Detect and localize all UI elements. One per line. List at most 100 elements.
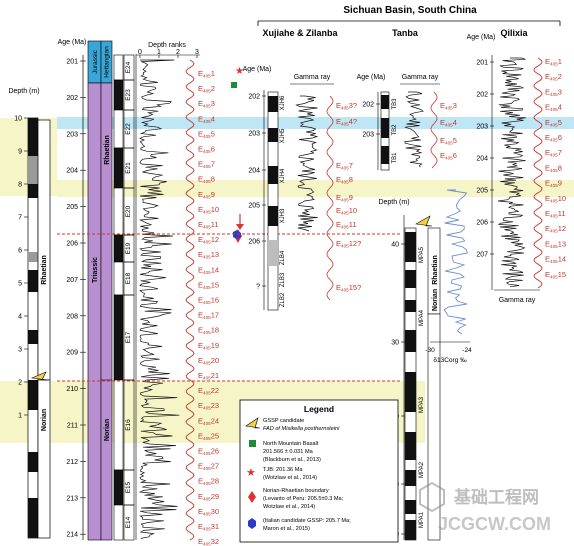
qilixia-age-tick-label: 207	[476, 252, 488, 259]
qilixia-e405-label: E4054	[545, 103, 562, 113]
mpa-lith-block	[405, 300, 416, 312]
main-age-tick-label: 211	[67, 423, 78, 430]
main-age-ticks: 2012022032042052062072082092102112122132…	[66, 59, 86, 539]
left-depth-tick-label: 3	[18, 347, 22, 354]
tanba-lith-3	[381, 146, 389, 164]
e-zone-label: E17	[125, 331, 132, 343]
xujiahe-e405-label: E40511	[336, 220, 357, 230]
qilixia-e405-label: E4057	[545, 148, 562, 158]
qilixia-title: Qilixia	[500, 28, 528, 38]
carbon-isotope-curve	[443, 189, 468, 335]
legend-item-4-line-2: (Levanto of Peru: 205.5±0.3 Ma;	[263, 496, 344, 502]
main-e405-label: E40528	[198, 477, 219, 487]
e-zone-label: E24	[125, 61, 132, 73]
main-e405-label: E40515	[198, 280, 219, 290]
xujiahe-e405-label: E4059	[336, 193, 353, 203]
e-zone-block	[113, 54, 124, 81]
main-e405-label: E40514	[198, 265, 219, 275]
legend-item-2-line-2: 201.566 ± 0.031 Ma	[263, 449, 314, 455]
main-e405-label: E40526	[198, 447, 219, 457]
mpa-depth-tick-label: 40	[391, 242, 399, 249]
xujiahe-age-tick-label: 205	[248, 203, 260, 210]
main-age-tick-label: 205	[66, 204, 78, 211]
main-age-tick-label: 212	[66, 459, 78, 466]
xujiahe-gamma-curve	[295, 95, 319, 232]
left-depth-tick-label: 8	[18, 182, 22, 189]
e-zone-block	[113, 379, 124, 471]
legend-hexagon-icon	[248, 518, 256, 529]
left-norian-label: Norian	[41, 409, 48, 431]
legend-item-1-line-2: FAD of Misikella posthernsteini	[263, 426, 340, 432]
stage-box	[100, 82, 113, 541]
blue-band	[57, 117, 574, 129]
qilixia-e405-label: E4051	[545, 57, 562, 67]
highlight-bands	[0, 117, 574, 443]
mpa-lith-block	[405, 432, 416, 460]
legend-star-icon: ★	[246, 467, 256, 479]
main-e405-label: E4058	[198, 175, 215, 185]
left-lith-grey-2	[28, 252, 38, 262]
e-zone-block	[113, 234, 124, 263]
xujiahe-lith-1	[268, 96, 278, 112]
mpa-lith-blocks	[405, 232, 416, 540]
xujiahe-e405-curve	[326, 95, 334, 301]
e-zone-block	[113, 147, 124, 189]
xujiahe-age-tick-label: 206	[248, 239, 260, 246]
left-depth-tick-label: 4	[18, 314, 22, 321]
xujiahe-e405-label: E4057	[336, 161, 353, 171]
main-e405-label: E40530	[198, 507, 219, 517]
rank-tick-label: 2	[176, 49, 180, 56]
main-e405-label: E40520	[198, 356, 219, 366]
left-lith-black-5	[28, 380, 38, 410]
tanba-age-tick-label: 203	[362, 132, 374, 139]
mpa-unit-label: MPA2	[419, 461, 425, 478]
main-e405-label: E40521	[198, 371, 219, 381]
mpa-lith-block	[405, 330, 416, 352]
e-zone-block	[113, 294, 124, 381]
main-age-tick-label: 207	[66, 277, 78, 284]
xujiahe-gamma-title: Gamma ray	[294, 74, 331, 81]
main-e405-label: E40524	[198, 416, 219, 426]
tanba-e405-label: E4053	[440, 101, 457, 111]
qilixia-e405-label: E40511	[545, 209, 566, 219]
main-age-tick-label: 213	[66, 495, 78, 502]
main-e405-label: E40529	[198, 492, 219, 502]
left-lith-black-6	[28, 452, 38, 472]
tanba-gamma-title: Gamma ray	[402, 74, 439, 81]
main-e405-curve	[185, 59, 195, 541]
xujiahe-title: Xujiahe & Zilanba	[262, 28, 338, 38]
xujiahe-e405-label: E40510	[336, 206, 357, 216]
xujiahe-unit-label: XJH4	[280, 168, 286, 183]
italian-gssp-hexagon-icon	[233, 230, 241, 239]
qilixia-e405-curve	[533, 57, 543, 289]
legend-item-4-line-1: Norian-Rhaetian boundary	[263, 488, 329, 494]
main-e405-label: E4055	[198, 129, 215, 139]
legend-box	[239, 399, 399, 543]
qilixia-e405-label: E4053	[545, 87, 562, 97]
main-e405-label: E4054	[198, 114, 215, 124]
tanba-unit-label: TB3	[392, 98, 398, 110]
mpa-depth-title: Depth (m)	[378, 199, 409, 206]
tanba-e405-label: E4055	[440, 136, 457, 146]
xujiahe-age-title: Age (Ma)	[243, 66, 272, 73]
left-gssp-flag-icon	[30, 371, 49, 381]
e-zone-block	[113, 79, 124, 111]
watermark: 基础工程网 JCGCW.COM	[419, 481, 551, 534]
xujiahe-lith-2	[268, 128, 278, 142]
tanba-age-tick-label: 202	[362, 102, 374, 109]
main-age-axis: Age (Ma) 2012022032042052062072082092102…	[58, 39, 86, 540]
e-zone-label: E20	[125, 205, 132, 217]
legend-item-2-line-3: (Blackburn et al., 2013)	[263, 457, 321, 463]
xujiahe-unit-label: ZLB4	[280, 250, 286, 265]
xujiahe-unit-label: XJH5	[280, 128, 286, 143]
legend-diamond-icon	[248, 491, 256, 503]
left-depth-tick-label: 10	[14, 116, 22, 123]
main-e405-label: E40512	[198, 235, 219, 245]
left-rhaetian-box	[37, 119, 51, 381]
